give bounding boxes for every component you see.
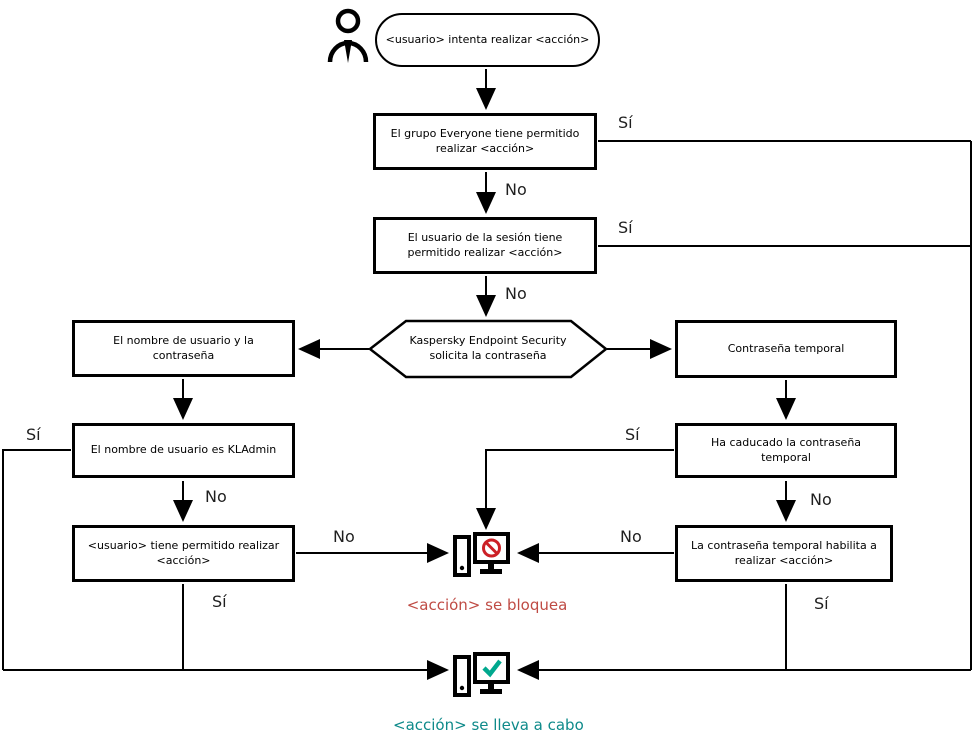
- node-username-password: El nombre de usuario y la contraseña: [72, 320, 295, 377]
- node-user-allowed-label: <usuario> tiene permitido realizar <acci…: [87, 538, 280, 567]
- node-kes-prompt-label: Kaspersky Endpoint Security solicita la …: [409, 334, 567, 362]
- computer-blocked-icon: [453, 532, 510, 577]
- start-node-label: <usuario> intenta realizar <acción>: [385, 32, 590, 46]
- node-temp-expired: Ha caducado la contraseña temporal: [675, 423, 897, 478]
- node-everyone-group-label: El grupo Everyone tiene permitido realiz…: [390, 126, 580, 155]
- label-expired-yes: Sí: [625, 425, 640, 444]
- computer-check-icon: [453, 652, 510, 697]
- label-enables-yes: Sí: [814, 594, 829, 613]
- node-is-kladmin-label: El nombre de usuario es KLAdmin: [90, 443, 277, 457]
- node-kes-prompt: Kaspersky Endpoint Security solicita la …: [388, 330, 588, 368]
- allowed-caption: <acción> se lleva a cabo: [393, 716, 584, 734]
- node-temp-enables: La contraseña temporal habilita a realiz…: [675, 525, 893, 582]
- password-prompt-hexagon-shape: [367, 319, 609, 379]
- node-temp-enables-label: La contraseña temporal habilita a realiz…: [691, 538, 877, 567]
- blocked-caption: <acción> se bloquea: [406, 596, 568, 614]
- label-enables-no: No: [620, 527, 642, 546]
- label-session-no: No: [505, 284, 527, 303]
- label-userallowed-no: No: [333, 527, 355, 546]
- node-temp-password-label: Contraseña temporal: [727, 341, 845, 355]
- label-expired-no: No: [810, 490, 832, 509]
- connector-expired-yes: [476, 449, 674, 530]
- node-temp-password: Contraseña temporal: [675, 320, 897, 378]
- node-user-allowed: <usuario> tiene permitido realizar <acci…: [72, 525, 295, 582]
- node-session-user-label: El usuario de la sesión tiene permitido …: [407, 230, 563, 259]
- node-username-password-label: El nombre de usuario y la contraseña: [113, 333, 254, 362]
- label-everyone-yes: Sí: [618, 113, 633, 132]
- label-userallowed-yes: Sí: [212, 592, 227, 611]
- node-temp-expired-label: Ha caducado la contraseña temporal: [710, 435, 862, 464]
- label-kladmin-no: No: [205, 487, 227, 506]
- node-everyone-group: El grupo Everyone tiene permitido realiz…: [373, 113, 597, 170]
- label-everyone-no: No: [505, 180, 527, 199]
- start-node: <usuario> intenta realizar <acción>: [375, 13, 600, 67]
- person-icon: [327, 8, 369, 63]
- node-is-kladmin: El nombre de usuario es KLAdmin: [72, 423, 295, 478]
- node-session-user: El usuario de la sesión tiene permitido …: [373, 217, 597, 274]
- label-kladmin-yes: Sí: [26, 425, 41, 444]
- label-session-yes: Sí: [618, 218, 633, 237]
- connector-kladmin-yes: [2, 449, 71, 670]
